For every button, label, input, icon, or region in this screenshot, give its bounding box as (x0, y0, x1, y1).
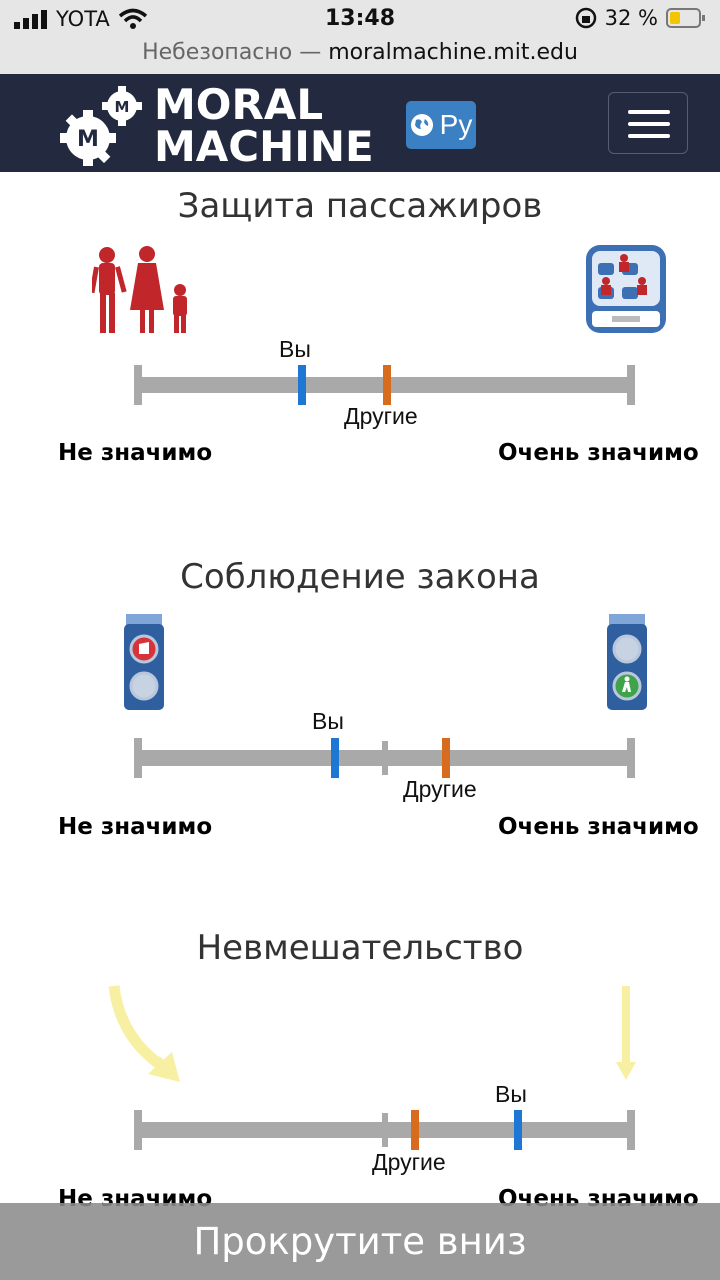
others-label: Другие (372, 1149, 446, 1175)
logo-line-2: MACHINE (154, 122, 374, 171)
wifi-icon (118, 8, 147, 29)
section-title-passenger-protection: Защита пассажиров (177, 186, 543, 226)
others-label: Другие (344, 403, 418, 429)
site-logo[interactable]: MORAL MACHINE (154, 84, 374, 168)
you-marker (514, 1110, 522, 1150)
scale-right-label: Очень значимо (498, 814, 699, 840)
svg-text:M: M (77, 127, 99, 152)
gear-logo-icon[interactable]: M M (56, 80, 146, 170)
you-label: Вы (312, 708, 344, 734)
you-label: Вы (495, 1081, 527, 1107)
others-marker (383, 365, 391, 405)
lock-rotation-icon (575, 7, 596, 29)
status-left: YOTA (14, 7, 148, 31)
scale-midpoint-tick (382, 741, 388, 775)
signal-icon (14, 10, 47, 29)
hamburger-menu-button[interactable] (608, 92, 688, 154)
straight-arrow-icon (616, 986, 636, 1080)
scale-start-cap (134, 738, 142, 778)
pedestrians-icon (92, 246, 187, 333)
car-passengers-icon (586, 245, 666, 333)
scale-end-cap (627, 738, 635, 778)
status-right: 32 % (575, 6, 706, 30)
scale-start-cap (134, 1110, 142, 1150)
section-title-law-compliance: Соблюдение закона (180, 557, 540, 597)
scale-right-label: Очень значимо (498, 440, 699, 466)
traffic-light-go-icon (607, 614, 647, 710)
carrier-name: YOTA (56, 7, 110, 31)
logo-line-1: MORAL (154, 80, 324, 129)
you-label: Вы (279, 336, 311, 362)
scale-left-label: Не значимо (58, 814, 213, 840)
language-label: Ру (439, 109, 473, 140)
url-bar[interactable]: Небезопасно — moralmachine.mit.edu (0, 40, 720, 74)
clock: 13:48 (324, 6, 396, 31)
url-domain: moralmachine.mit.edu (328, 40, 578, 65)
you-marker (331, 738, 339, 778)
scale-end-cap (627, 365, 635, 405)
swerve-arrow-icon (108, 985, 180, 1082)
traffic-light-stop-icon (124, 614, 164, 710)
security-indicator: Небезопасно — (142, 40, 322, 65)
scroll-down-bar[interactable]: Прокрутите вниз (0, 1203, 720, 1280)
battery-icon (666, 8, 705, 28)
svg-text:M: M (115, 98, 130, 116)
others-marker (442, 738, 450, 778)
section-title-non-intervention: Невмешательство (196, 928, 524, 968)
language-button[interactable]: Ру (406, 101, 476, 149)
you-marker (298, 365, 306, 405)
battery-percent: 32 % (604, 6, 658, 30)
globe-icon (410, 114, 433, 136)
scale-midpoint-tick (382, 1113, 388, 1147)
scale-start-cap (134, 365, 142, 405)
others-label: Другие (403, 776, 477, 802)
scale-end-cap (627, 1110, 635, 1150)
status-bar: YOTA 13:48 32 % (0, 0, 720, 40)
scale-left-label: Не значимо (58, 440, 213, 466)
others-marker (411, 1110, 419, 1150)
